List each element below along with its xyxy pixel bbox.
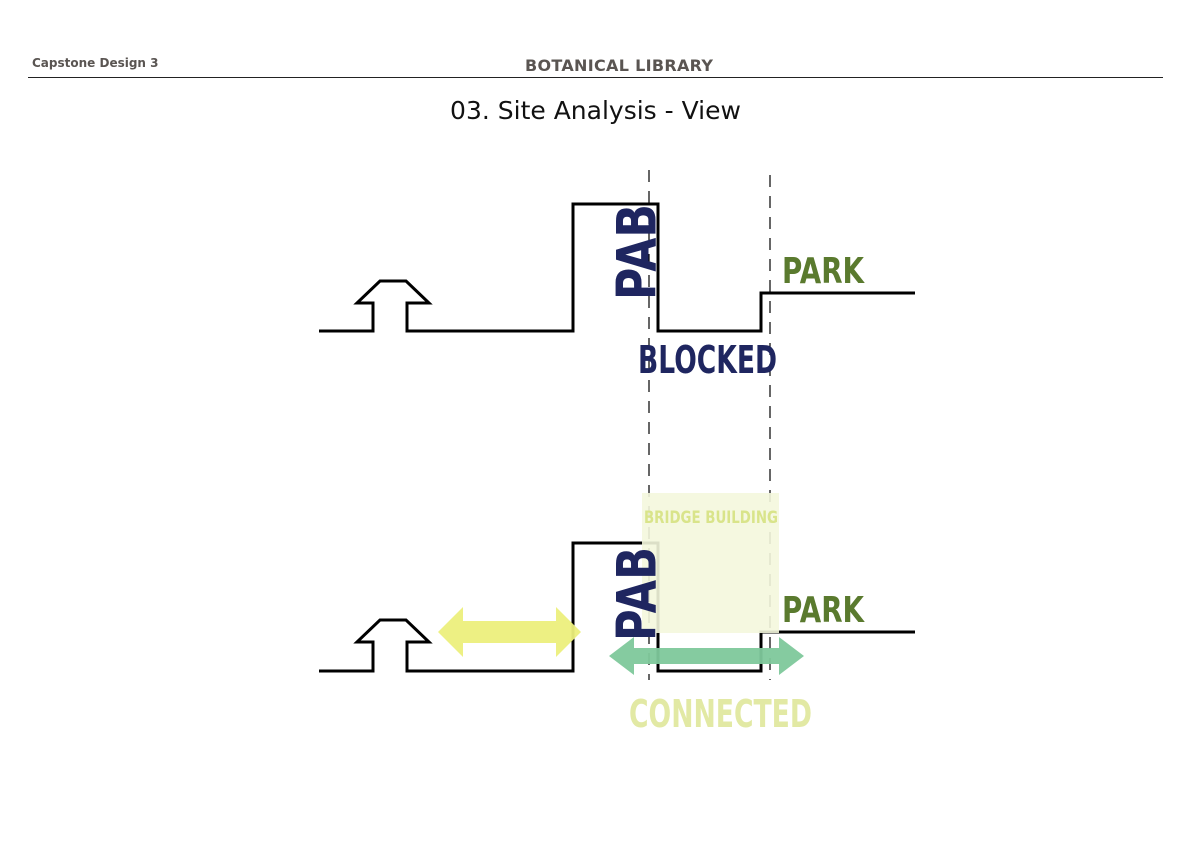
course-label: Capstone Design 3 [32,56,159,70]
header-divider [28,77,1163,78]
bridge-building-block [642,493,779,633]
blocked-label: BLOCKED [638,338,777,382]
top-section: PAB PARK BLOCKED [319,202,915,382]
page-title: 03. Site Analysis - View [450,96,741,125]
green-double-arrow [609,637,804,675]
bottom-park-label: PARK [782,590,865,631]
top-park-label: PARK [782,251,865,292]
bottom-ground-profile [319,541,915,673]
project-title: BOTANICAL LIBRARY [525,56,714,75]
connected-label: CONNECTED [629,692,812,736]
bottom-section: BRIDGE BUILDING PAB PARK CONNECTED [319,493,915,736]
yellow-double-arrow [438,607,581,657]
top-pab-label: PAB [606,204,669,300]
bottom-pab-label: PAB [606,547,669,641]
top-ground-profile [319,202,915,333]
bridge-building-label: BRIDGE BUILDING [644,508,778,528]
